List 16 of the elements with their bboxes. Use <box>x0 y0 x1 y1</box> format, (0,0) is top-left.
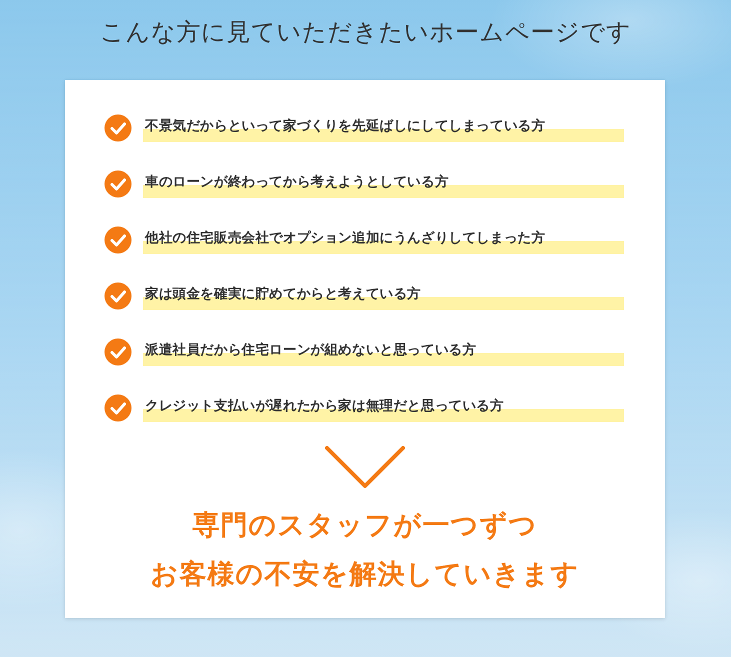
highlighted-item <box>143 340 624 366</box>
content-card <box>65 80 665 618</box>
item-text: 他社の住宅販売会社でオプション追加にうんざりしてしまった方 <box>145 229 546 247</box>
item-text: 不景気だからといって家づくりを先延ばしにしてしまっている方 <box>145 117 546 135</box>
page-title: こんな方に見ていただきたいホームページです <box>98 17 632 48</box>
highlighted-item <box>143 228 624 254</box>
item-text: クレジット支払いが遅れたから家は無理だと思っている方 <box>145 397 504 415</box>
item-text: 派遣社員だから住宅ローンが組めないと思っている方 <box>145 341 476 359</box>
conclusion-text: 専門のスタッフが一つずつ <box>192 509 538 543</box>
item-text: 車のローンが終わってから考えようとしている方 <box>145 173 449 191</box>
highlighted-item <box>143 396 624 422</box>
highlighted-item <box>143 172 624 198</box>
item-text: 家は頭金を確実に貯めてからと考えている方 <box>145 285 422 303</box>
highlighted-item <box>143 284 624 310</box>
highlighted-item <box>143 116 624 142</box>
conclusion-text: お客様の不安を解決していきます <box>150 558 580 592</box>
